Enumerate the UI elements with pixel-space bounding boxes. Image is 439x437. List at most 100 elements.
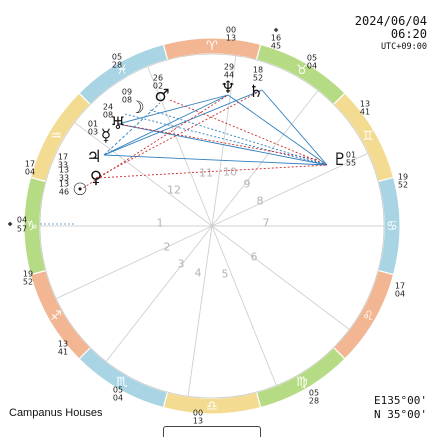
mercury-icon: ☿ bbox=[101, 126, 111, 146]
house-number-12: 12 bbox=[167, 184, 181, 197]
zodiac-ring: ♈♉♊♋♌♍♎♏♐♑♒♓ bbox=[23, 37, 401, 415]
cusp-degree: 19 bbox=[23, 270, 33, 279]
house-system-label: Campanus Houses bbox=[9, 407, 103, 419]
zodiac-sign-glyph: ♒ bbox=[50, 129, 62, 144]
house-number-7: 7 bbox=[263, 217, 270, 230]
latitude: N 35°00' bbox=[374, 408, 427, 421]
zodiac-sign-glyph: ♋ bbox=[386, 219, 398, 234]
zodiac-sign-glyph: ♑ bbox=[26, 219, 38, 234]
aspect-line bbox=[117, 94, 229, 125]
aspect-lines bbox=[79, 89, 328, 191]
zodiac-sign-glyph: ♊ bbox=[362, 129, 374, 144]
cusp-degree: 19 bbox=[398, 173, 408, 182]
planet-minute: 02 bbox=[153, 82, 163, 91]
house-cusp-line bbox=[105, 225, 213, 362]
house-number-8: 8 bbox=[257, 195, 264, 208]
house-cusp-line bbox=[211, 90, 319, 227]
mars-icon: ♂ bbox=[154, 86, 169, 106]
zodiac-sign-glyph: ♈ bbox=[206, 39, 218, 54]
cusp-minute: 13 bbox=[193, 417, 203, 426]
saturn-icon: ♄ bbox=[248, 82, 263, 102]
ascendant-diamond: ◆ bbox=[8, 221, 13, 228]
cusp-degree: 00 bbox=[193, 409, 203, 418]
sun-icon: ☉ bbox=[72, 180, 87, 200]
cusp-minute: 41 bbox=[58, 348, 68, 357]
aspect-line bbox=[149, 109, 328, 166]
utc-offset: UTC+09:00 bbox=[380, 42, 427, 52]
planet-glyphs: ☉1346♀1333♃1733☿0103♅2408☽0908♂2602♆2944… bbox=[58, 27, 356, 201]
cusp-minute: 41 bbox=[360, 108, 370, 117]
aspect-line bbox=[103, 154, 328, 166]
house-cusp-line bbox=[211, 55, 237, 227]
planet-minute: 33 bbox=[59, 174, 69, 183]
jupiter-icon: ♃ bbox=[86, 147, 101, 167]
planet-degree: 17 bbox=[58, 153, 68, 162]
planet-minute: 45 bbox=[271, 42, 281, 51]
cusp-degree: 05 bbox=[309, 389, 319, 398]
cusp-degree: 17 bbox=[25, 160, 35, 169]
house-number-2: 2 bbox=[164, 241, 171, 254]
aspect-line bbox=[95, 89, 263, 179]
cusp-minute: 52 bbox=[23, 278, 33, 287]
neptune-icon: ♆ bbox=[220, 78, 235, 98]
house-number-3: 3 bbox=[178, 258, 185, 271]
planet-degree: 01 bbox=[346, 151, 356, 160]
house-cusp-line bbox=[55, 225, 213, 300]
zodiac-sign-glyph: ♓ bbox=[116, 63, 128, 78]
planet-minute: 46 bbox=[59, 188, 69, 197]
planet-minute: 55 bbox=[346, 159, 356, 168]
house-cusp-line bbox=[211, 225, 350, 330]
planet-minute: 08 bbox=[103, 111, 113, 120]
planet-degree: 26 bbox=[153, 74, 163, 83]
zodiac-sign-glyph: ♏ bbox=[116, 375, 128, 390]
house-cusp-lines bbox=[40, 55, 384, 397]
longitude: E135°00' bbox=[374, 394, 427, 407]
planet-degree: 29 bbox=[224, 63, 234, 72]
aspect-line bbox=[103, 102, 161, 156]
cusp-degree: 13 bbox=[360, 100, 370, 109]
cusp-degree: 05 bbox=[112, 53, 122, 62]
cusp-degree: 00 bbox=[226, 26, 236, 35]
zodiac-sign-glyph: ♉ bbox=[296, 63, 308, 78]
cusp-minute: 52 bbox=[398, 181, 408, 190]
house-number-9: 9 bbox=[244, 178, 251, 191]
aspect-line bbox=[103, 94, 229, 156]
chart-time: 06:20 bbox=[390, 27, 427, 41]
ascendant-minute: 57 bbox=[17, 225, 27, 234]
aspect-line bbox=[79, 94, 229, 191]
cusp-degree: 05 bbox=[113, 386, 123, 395]
chart-date: 2024/06/04 bbox=[354, 14, 427, 28]
planet-minute: 03 bbox=[88, 128, 98, 137]
house-number-11: 11 bbox=[199, 167, 213, 180]
planet-degree: 13 bbox=[59, 180, 69, 189]
cusp-minute: 28 bbox=[112, 61, 122, 70]
house-number-6: 6 bbox=[251, 251, 258, 264]
planet-degree: 18 bbox=[253, 66, 263, 75]
pluto-icon: ♇ bbox=[332, 150, 347, 170]
cusp-minute: 04 bbox=[395, 290, 405, 299]
house-cusp-line bbox=[211, 152, 369, 227]
planet-degree: 16 bbox=[271, 34, 281, 43]
aspect-line bbox=[227, 94, 328, 166]
planet-degree: 24 bbox=[103, 103, 113, 112]
venus-icon: ♀ bbox=[90, 168, 102, 188]
house-cusp-line bbox=[147, 66, 213, 227]
aspect-line bbox=[95, 164, 328, 179]
house-number-10: 10 bbox=[223, 166, 237, 179]
north-node-marker: ◆ bbox=[274, 27, 279, 34]
planet-degree: 01 bbox=[88, 120, 98, 129]
cusp-minute: 28 bbox=[309, 397, 319, 406]
ascendant-degree: 04 bbox=[17, 216, 27, 225]
aspect-line bbox=[169, 99, 328, 166]
cusp-degree-labels: 0013050413411952170405280013050413411952… bbox=[23, 26, 408, 426]
house-number-5: 5 bbox=[222, 268, 229, 281]
cusp-minute: 04 bbox=[113, 394, 123, 403]
planet-minute: 33 bbox=[58, 161, 68, 170]
house-cusp-line bbox=[74, 122, 213, 227]
planet-degree: 13 bbox=[59, 166, 69, 175]
cusp-minute: 13 bbox=[226, 34, 236, 43]
cusp-degree: 13 bbox=[58, 340, 68, 349]
